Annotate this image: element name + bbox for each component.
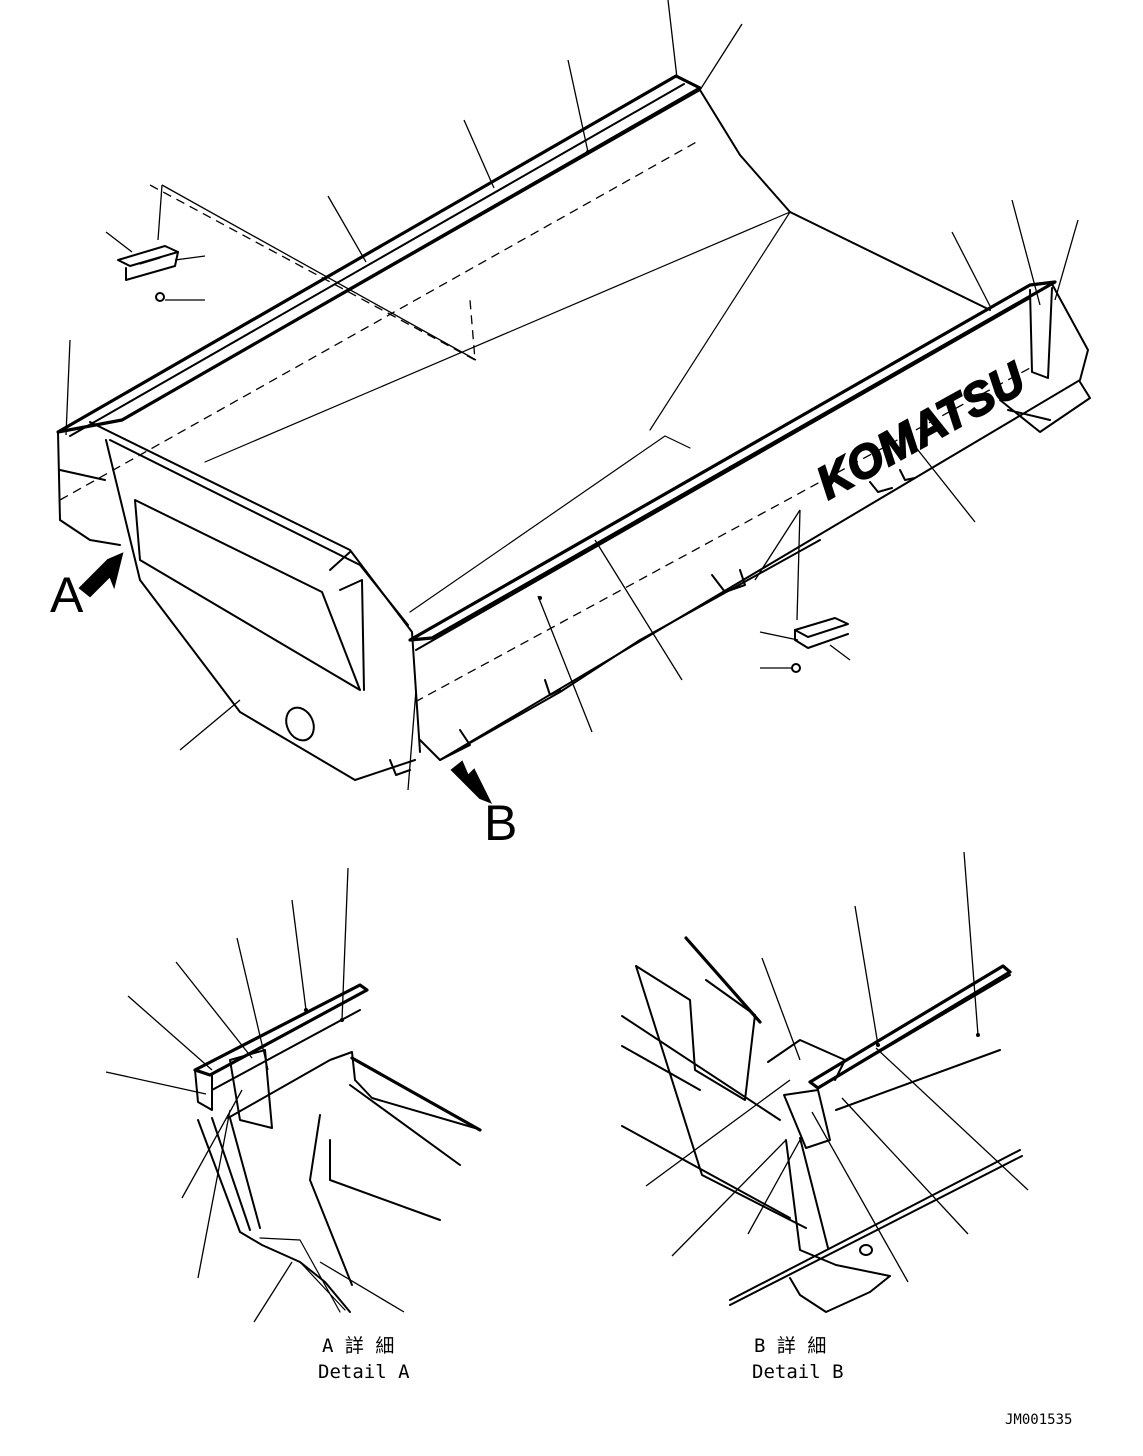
main-leader-lines <box>65 0 1079 791</box>
view-arrow-b: B <box>450 760 517 851</box>
clip-part-upper-left <box>117 184 477 361</box>
clip-part-lower-right <box>754 509 849 673</box>
detail-b-view <box>621 851 1029 1313</box>
drawing-number: JM001535 <box>1005 1412 1072 1428</box>
komatsu-logo: KOMATSU <box>808 351 1035 508</box>
detail-a-title-jp: A 詳 細 <box>322 1335 394 1357</box>
view-marker-b: B <box>484 795 517 851</box>
detail-a-title-en: Detail A <box>318 1361 410 1383</box>
view-marker-a: A <box>50 567 84 623</box>
view-arrow-a: A <box>50 552 124 623</box>
dump-body-main-view <box>56 74 1091 781</box>
detail-a-view <box>105 867 482 1323</box>
detail-b-title-en: Detail B <box>752 1361 844 1383</box>
detail-b-title-jp: B 詳 細 <box>754 1335 826 1357</box>
